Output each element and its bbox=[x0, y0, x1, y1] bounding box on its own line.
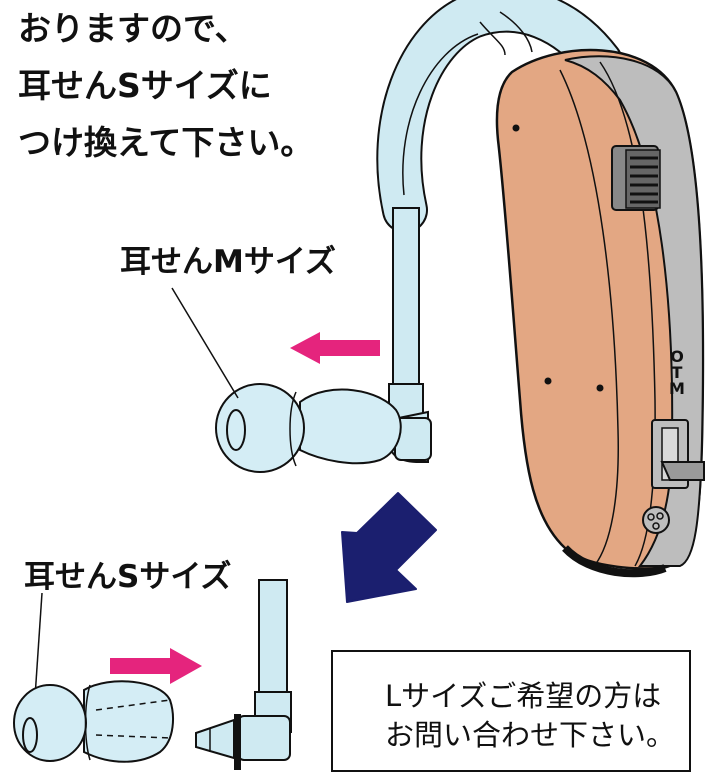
label-ear-tip-small: 耳せんSサイズ bbox=[24, 559, 232, 595]
sound-tube-s bbox=[195, 579, 292, 770]
ear-tip-small bbox=[13, 680, 174, 763]
replace-arrow bbox=[341, 492, 437, 603]
info-line: Lサイズご希望の方は bbox=[385, 679, 662, 713]
sound-tube-m bbox=[388, 207, 432, 463]
instruction-text: おりますので、 耳せんSサイズに つけ換えて下さい。 bbox=[18, 0, 313, 171]
switch-mode-m: M bbox=[669, 379, 685, 398]
instruction-line: おりますので、 bbox=[18, 9, 248, 48]
instruction-line: 耳せんSサイズに bbox=[18, 66, 272, 105]
large-size-info-box: Lサイズご希望の方は お問い合わせ下さい。 bbox=[331, 650, 691, 772]
instruction-line: つけ換えて下さい。 bbox=[18, 123, 314, 162]
pointer-line-m bbox=[171, 287, 239, 399]
switch-mode-o: O bbox=[670, 347, 684, 366]
volume-wheel bbox=[611, 145, 661, 211]
info-line: お問い合わせ下さい。 bbox=[385, 718, 676, 752]
hearing-aid-body bbox=[495, 48, 705, 578]
attach-arrow bbox=[110, 648, 202, 684]
ear-hook bbox=[376, 0, 623, 233]
mode-switch bbox=[651, 419, 705, 489]
remove-arrow bbox=[290, 332, 380, 364]
ear-tip-medium bbox=[215, 383, 402, 473]
switch-mode-t: T bbox=[671, 363, 683, 382]
label-ear-tip-medium: 耳せんMサイズ bbox=[120, 244, 336, 280]
